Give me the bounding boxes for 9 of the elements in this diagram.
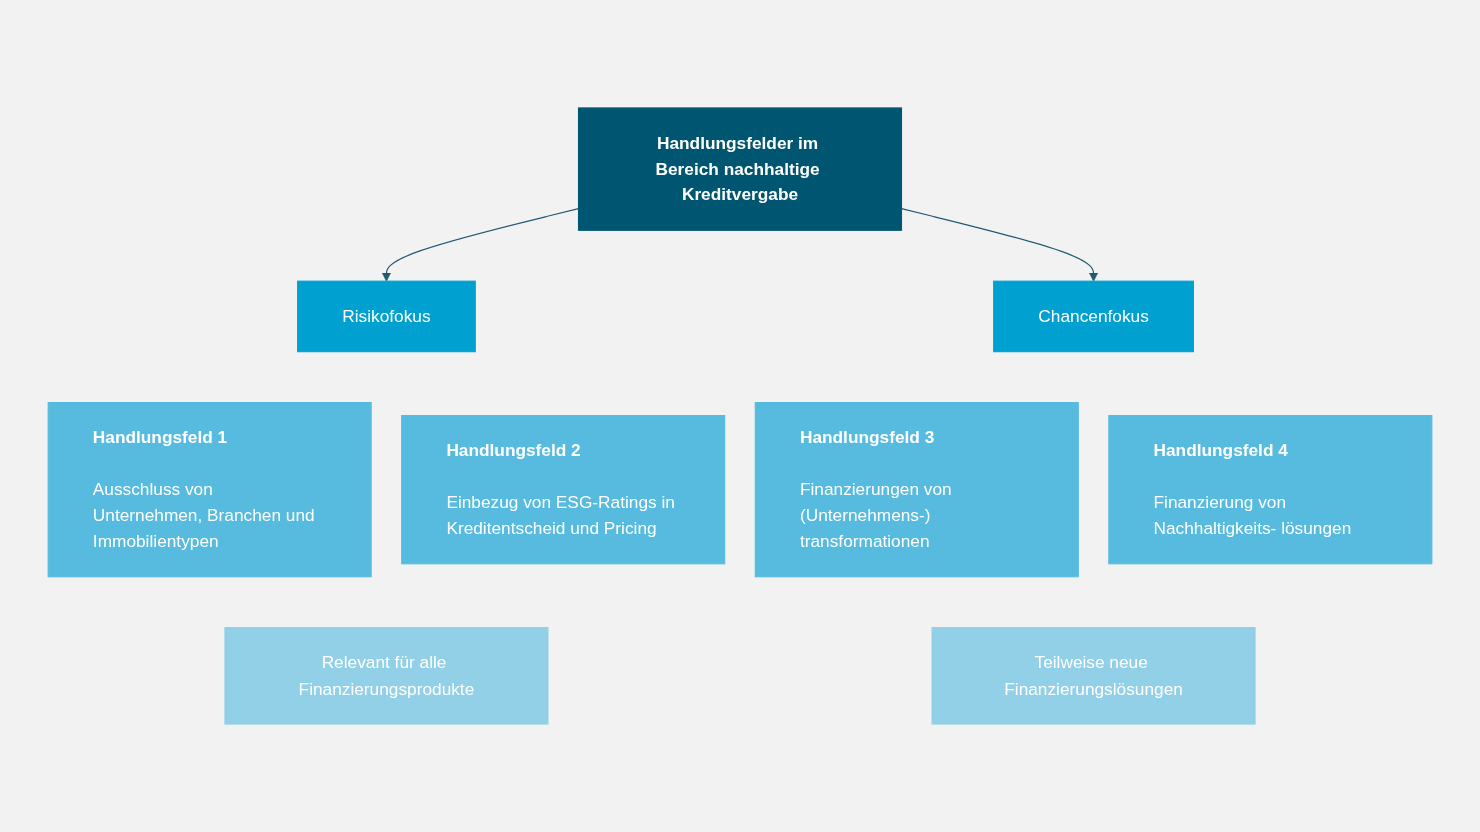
node-box: Chancenfokus: [993, 280, 1194, 353]
node-box: Handlungsfeld 2 Einbezug von ESG-Ratings in Kreditentscheid und Pricing: [401, 415, 726, 565]
node-box: Handlungsfeld 4 Finanzierung von Nachhaltigkeits- lösungen: [1108, 415, 1433, 565]
node-box: Handlungsfeld 3 Finanzierungen von (Unternehmens-) transformationen: [754, 402, 1079, 578]
node-box: Risikofokus: [297, 280, 476, 353]
node-box: Handlungsfelder im Bereich nachhaltige Kreditvergabe: [577, 107, 903, 231]
node-box: Relevant für alle Finanzierungsprodukte: [224, 627, 549, 725]
node-box: Handlungsfeld 1 Ausschluss von Unternehmen, Branchen und Immobilientypen: [47, 402, 372, 578]
node-box: Teilweise neue Finanzierungslösungen: [931, 627, 1256, 725]
